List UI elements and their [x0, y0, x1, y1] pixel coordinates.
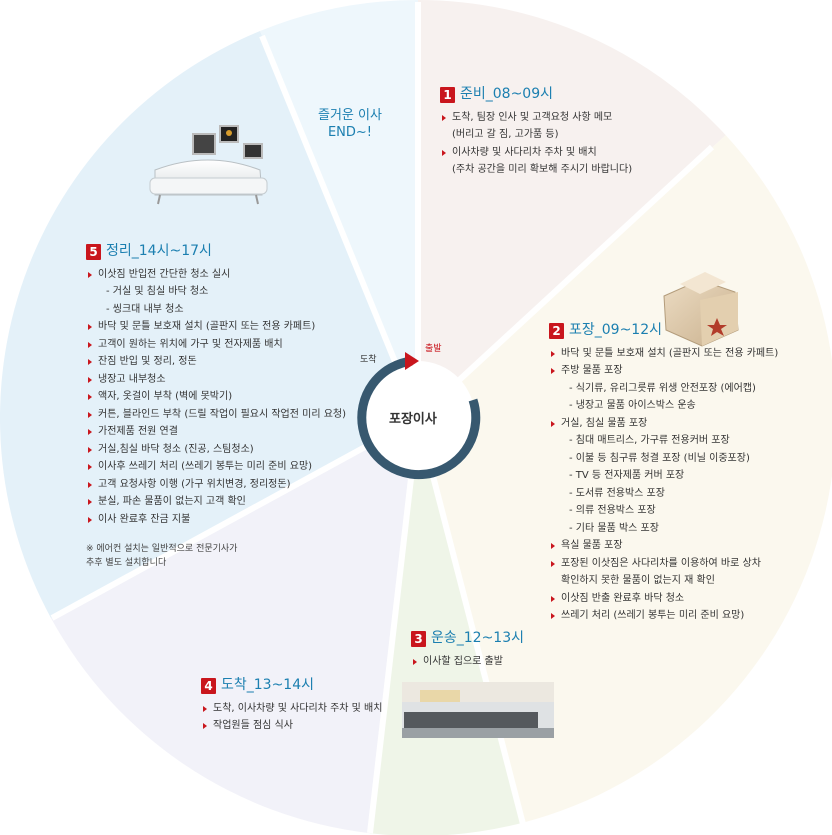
- step-time: _09~12시: [594, 322, 663, 338]
- section-header: 4 도착_13~14시: [201, 677, 382, 695]
- step-title: 포장_09~12시: [569, 322, 662, 340]
- wheel-sector-5: [0, 31, 418, 619]
- step-item: 이사차량 및 사다리차 주차 및 배치: [440, 144, 632, 162]
- step-name: 도착: [221, 677, 247, 693]
- center-disc: [361, 361, 475, 475]
- step-item: - 냉장고 물품 아이스박스 운송: [569, 400, 696, 411]
- step-item: - 씽크대 내부 청소: [106, 303, 184, 315]
- step-title: 정리_14시~17시: [106, 243, 212, 261]
- step-item: 바닥 및 문틀 보호재 설치 (골판지 또는 전용 카페트): [86, 318, 346, 336]
- step-items: 바닥 및 문틀 보호재 설치 (골판지 또는 전용 카페트)주방 물품 포장 - …: [549, 345, 778, 625]
- step-items: 도착, 팀장 인사 및 고객요청 사항 메모 (버리고 갈 짐, 고가품 등) 이사…: [440, 109, 632, 179]
- step-item: 냉장고 내부청소: [86, 371, 346, 389]
- step-item: 액자, 옷걸이 부착 (벽에 못박기): [86, 388, 346, 406]
- step-item: 이사할 집으로 출발: [411, 653, 524, 671]
- section-header: 1 준비_08~09시: [440, 86, 632, 104]
- step-item: 거실, 침실 물품 포장: [549, 415, 778, 433]
- step-item: - TV 등 전자제품 커버 포장: [569, 470, 685, 481]
- step-item: 포장된 이삿짐은 사다리차를 이용하여 바로 상차: [549, 555, 778, 573]
- moving-boxes-photo: [663, 272, 739, 347]
- step-name: 정리: [106, 243, 132, 259]
- end-caption-line1: 즐거운 이사: [318, 108, 382, 123]
- step-item: - 식기류, 유리그릇류 위생 안전포장 (에어캡): [569, 382, 756, 394]
- start-arrow-icon: [405, 352, 419, 370]
- step-item: - 침대 매트리스, 가구류 전용커버 포장: [569, 435, 730, 446]
- note-line: ※ 에어컨 설치는 일반적으로 전문기사가: [86, 544, 238, 554]
- step-time: _12~13시: [456, 630, 525, 646]
- step-number-badge: 2: [549, 322, 564, 339]
- moving-truck-photo: [402, 682, 554, 738]
- step-item: 도착, 이사차량 및 사다리차 주차 및 배치: [201, 700, 382, 718]
- start-label: 출발: [425, 344, 442, 354]
- step-time: _14시~17시: [131, 243, 212, 259]
- step-item: 고객이 원하는 위치에 가구 및 전자제품 배치: [86, 336, 346, 354]
- step-item: 도착, 팀장 인사 및 고객요청 사항 메모: [440, 109, 632, 127]
- step-number-badge: 4: [201, 677, 216, 694]
- step-item: - 도서류 전용박스 포장: [569, 487, 665, 499]
- step-name: 운송: [431, 630, 457, 646]
- wheel-sector-4: [51, 418, 418, 834]
- step-item: 욕실 물품 포장: [549, 537, 778, 555]
- step-item: 이사후 쓰레기 처리 (쓰레기 봉투는 미리 준비 요망): [86, 458, 346, 476]
- cycle-ring: [357, 356, 481, 480]
- step-item: 고객 요청사항 이행 (가구 위치변경, 정리정돈): [86, 476, 346, 494]
- wheel-sector-1: [418, 0, 726, 418]
- step-time: _08~09시: [485, 86, 554, 102]
- step-item: 바닥 및 문틀 보호재 설치 (골판지 또는 전용 카페트): [549, 345, 778, 363]
- step-title: 준비_08~09시: [460, 86, 553, 104]
- step-item: 작업원들 점심 식사: [201, 717, 382, 735]
- step-name: 준비: [460, 86, 486, 102]
- sector-dividers: [50, 2, 715, 834]
- step-name: 포장: [569, 322, 595, 338]
- step-item: 이삿짐 반입전 간단한 청소 실시: [86, 266, 346, 284]
- step-items: 이삿짐 반입전 간단한 청소 실시 - 거실 및 침실 바닥 청소 - 씽크대 내부…: [86, 266, 346, 529]
- center-label: 포장이사: [389, 412, 437, 427]
- step-item: (주차 공간을 미리 확보해 주시기 바랍니다): [452, 164, 633, 175]
- step-title: 도착_13~14시: [221, 677, 314, 695]
- step-time: _13~14시: [246, 677, 315, 693]
- step-item: 거실,침실 바닥 청소 (진공, 스팀청소): [86, 441, 346, 459]
- end-caption-line2: END~!: [327, 125, 372, 140]
- note-line: 추후 별도 설치합니다: [86, 558, 167, 568]
- section-header: 3 운송_12~13시: [411, 630, 524, 648]
- step-item: - 의류 전용박스 포장: [569, 505, 656, 516]
- step-item: 쓰레기 처리 (쓰레기 봉투는 미리 준비 요망): [549, 607, 778, 625]
- step-item: 가전제품 전원 연결: [86, 423, 346, 441]
- end-caption: 즐거운 이사 END~!: [318, 107, 382, 141]
- step-number-badge: 5: [86, 243, 101, 260]
- end-label: 도착: [360, 355, 377, 365]
- step-item: 잔짐 반입 및 정리, 정돈: [86, 353, 346, 371]
- section-header: 2 포장_09~12시: [549, 322, 778, 340]
- step-title: 운송_12~13시: [431, 630, 524, 648]
- step-item: 분실, 파손 물품이 없는지 고객 확인: [86, 493, 346, 511]
- living-room-photo: [149, 125, 268, 205]
- step-number-badge: 1: [440, 86, 455, 103]
- step-item: (버리고 갈 짐, 고가품 등): [452, 129, 559, 140]
- step-item: 주방 물품 포장: [549, 362, 778, 380]
- step-item: 확인하지 못한 물품이 없는지 재 확인: [561, 575, 715, 586]
- step-item: - 이불 등 침구류 청결 포장 (비닐 이중포장): [569, 452, 750, 464]
- step-number-badge: 3: [411, 630, 426, 647]
- section-header: 5 정리_14시~17시: [86, 243, 346, 261]
- step-item: 이삿짐 반출 완료후 바닥 청소: [549, 590, 778, 608]
- step-item: 이사 완료후 잔금 지불: [86, 511, 346, 529]
- step-item: - 거실 및 침실 바닥 청소: [106, 286, 209, 297]
- step-item: 커튼, 블라인드 부착 (드릴 작업이 필요시 작업전 미리 요청): [86, 406, 346, 424]
- step-items: 이사할 집으로 출발: [411, 653, 524, 671]
- step-item: - 기타 물품 박스 포장: [569, 522, 659, 534]
